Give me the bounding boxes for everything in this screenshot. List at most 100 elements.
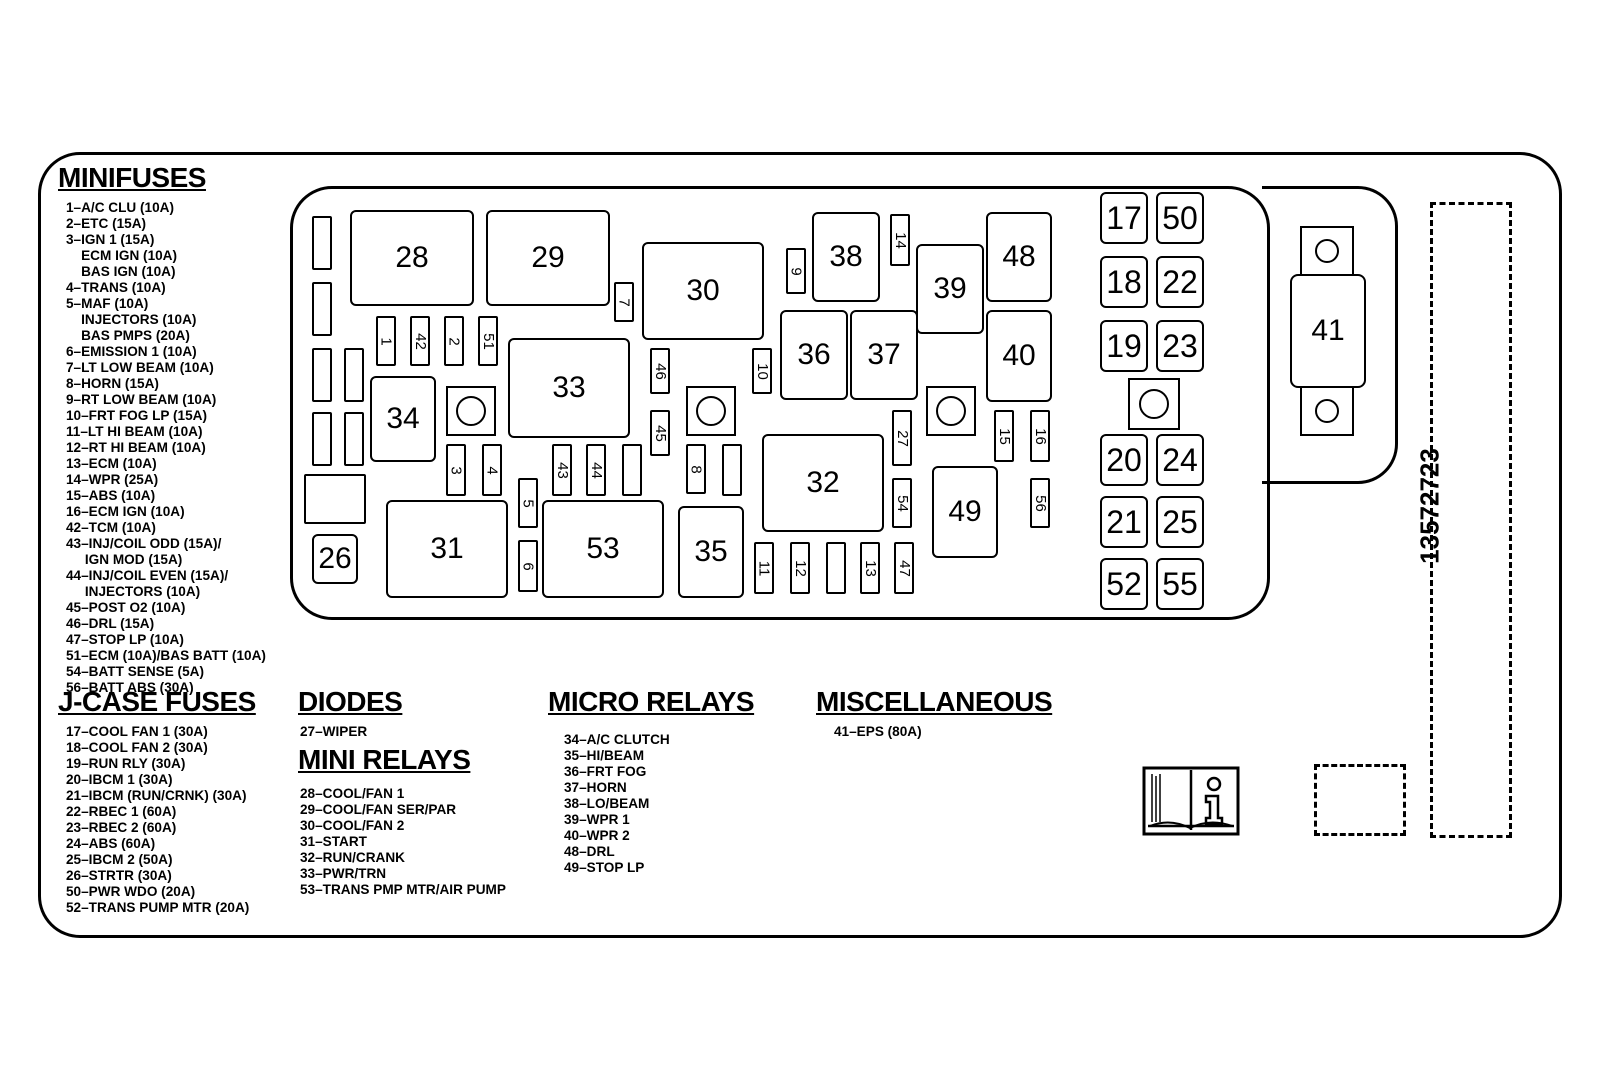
legend-entry: 5–MAF (10A) [66,296,149,311]
fuse-block-outline [38,152,1562,938]
minifuse-56: 56 [1030,478,1050,528]
legend-entry: 56–BATT ABS (30A) [66,680,194,695]
unused-fuse-slot [312,412,332,466]
legend-entry: 9–RT LOW BEAM (10A) [66,392,217,407]
legend-entry: 19–RUN RLY (30A) [66,756,186,771]
dashed-outline-large [1430,202,1512,838]
terminal-hole [1315,239,1339,263]
minifuse-46: 46 [650,348,670,394]
dashed-outline-small [1314,764,1406,836]
minifuse-14: 14 [890,214,910,266]
legend-entry: 3–IGN 1 (15A) [66,232,155,247]
minifuse-8: 8 [686,444,706,494]
jcase-fuse-21-label: 21 [1106,503,1142,540]
minifuse-12-label: 12 [791,559,809,577]
unused-fuse-slot [312,216,332,270]
jcase-fuse-17-label: 17 [1106,199,1142,236]
legend-entry: 52–TRANS PUMP MTR (20A) [66,900,250,915]
legend-entry: 30–COOL/FAN 2 [300,818,405,833]
legend-entry: IGN MOD (15A) [66,552,183,567]
minifuse-3: 3 [446,444,466,496]
legend-entry: 23–RBEC 2 (60A) [66,820,177,835]
minifuse-45: 45 [650,410,670,456]
legend-entry: 35–HI/BEAM [564,748,645,763]
stud-terminal [1128,378,1180,430]
legend-entry: 41–EPS (80A) [834,724,922,739]
legend-entry: 18–COOL FAN 2 (30A) [66,740,208,755]
minifuse-16: 16 [1030,410,1050,462]
minifuse-27-label: 27 [893,429,911,447]
eps-fuse-terminal-bottom [1300,386,1354,436]
minifuse-5-label: 5 [519,498,537,508]
relay-48: 48 [986,212,1052,302]
relay-49: 49 [932,466,998,558]
stud-hole [1139,389,1169,419]
jcase-fuse-25-label: 25 [1162,503,1198,540]
minifuse-5: 5 [518,478,538,528]
jcase-fuse-26-label: 26 [318,542,352,575]
diodes-list: 27–WIPER [300,724,367,740]
legend-entry: 11–LT HI BEAM (10A) [66,424,203,439]
relay-36-label: 36 [797,338,831,371]
minifuse-42-label: 42 [411,332,429,350]
unused-fuse-slot [344,412,364,466]
eps-fuse-41-label: 41 [1311,314,1345,347]
relay-29: 29 [486,210,610,306]
legend-entry: 13–ECM (10A) [66,456,157,471]
relay-29-label: 29 [531,241,565,274]
relay-34: 34 [370,376,436,462]
legend-entry: 1–A/C CLU (10A) [66,200,175,215]
jcase-fuse-50: 50 [1156,192,1204,244]
legend-entry: 47–STOP LP (10A) [66,632,184,647]
legend-entry: 42–TCM (10A) [66,520,156,535]
relay-38: 38 [812,212,880,302]
legend-entry: BAS IGN (10A) [66,264,176,279]
minifuse-42: 42 [410,316,430,366]
jcase-fuse-17: 17 [1100,192,1148,244]
minifuse-43-label: 43 [553,461,571,479]
jcase-fuse-23: 23 [1156,320,1204,372]
legend-entry: 2–ETC (15A) [66,216,147,231]
fuse-relay-area [290,186,1270,620]
minifuse-4-label: 4 [483,465,501,475]
legend-entry: 39–WPR 1 [564,812,630,827]
jcase-fuse-19-label: 19 [1106,327,1142,364]
relay-32: 32 [762,434,884,532]
relay-36: 36 [780,310,848,400]
minifuse-47: 47 [894,542,914,594]
jcase-fuse-21: 21 [1100,496,1148,548]
legend-entry: 7–LT LOW BEAM (10A) [66,360,214,375]
relay-53: 53 [542,500,664,598]
legend-entry: 8–HORN (15A) [66,376,159,391]
legend-entry: BAS PMPS (20A) [66,328,190,343]
jcase-fuse-18-label: 18 [1106,263,1142,300]
relay-37: 37 [850,310,918,400]
jcase-fuse-50-label: 50 [1162,199,1198,236]
minifuse-2-label: 2 [445,336,463,346]
minifuse-2: 2 [444,316,464,366]
legend-entry: 27–WIPER [300,724,368,739]
minifuse-16-label: 16 [1031,427,1049,445]
relay-35-label: 35 [694,535,728,568]
relay-48-label: 48 [1002,240,1036,273]
jcase-fuse-52-label: 52 [1106,565,1142,602]
relay-40-label: 40 [1002,339,1036,372]
legend-entry: 22–RBEC 1 (60A) [66,804,177,819]
relay-28-label: 28 [395,241,429,274]
legend-entry: 29–COOL/FAN SER/PAR [300,802,457,817]
stud-hole [456,396,486,426]
eps-fuse-41: 41 [1290,274,1366,388]
jcase-fuse-55-label: 55 [1162,565,1198,602]
minifuse-6-label: 6 [519,561,537,571]
jcase-fuse-19: 19 [1100,320,1148,372]
legend-entry: 34–A/C CLUTCH [564,732,670,747]
minifuse-56-label: 56 [1031,494,1049,512]
legend-entry: 17–COOL FAN 1 (30A) [66,724,208,739]
legend-entry: 6–EMISSION 1 (10A) [66,344,197,359]
eps-fuse-terminal-top [1300,226,1354,276]
jcase-fuse-24-label: 24 [1162,441,1198,478]
minifuse-11-label: 11 [755,560,773,576]
minifuse-51: 51 [478,316,498,366]
relay-30-label: 30 [686,274,720,307]
stud-hole [936,396,966,426]
